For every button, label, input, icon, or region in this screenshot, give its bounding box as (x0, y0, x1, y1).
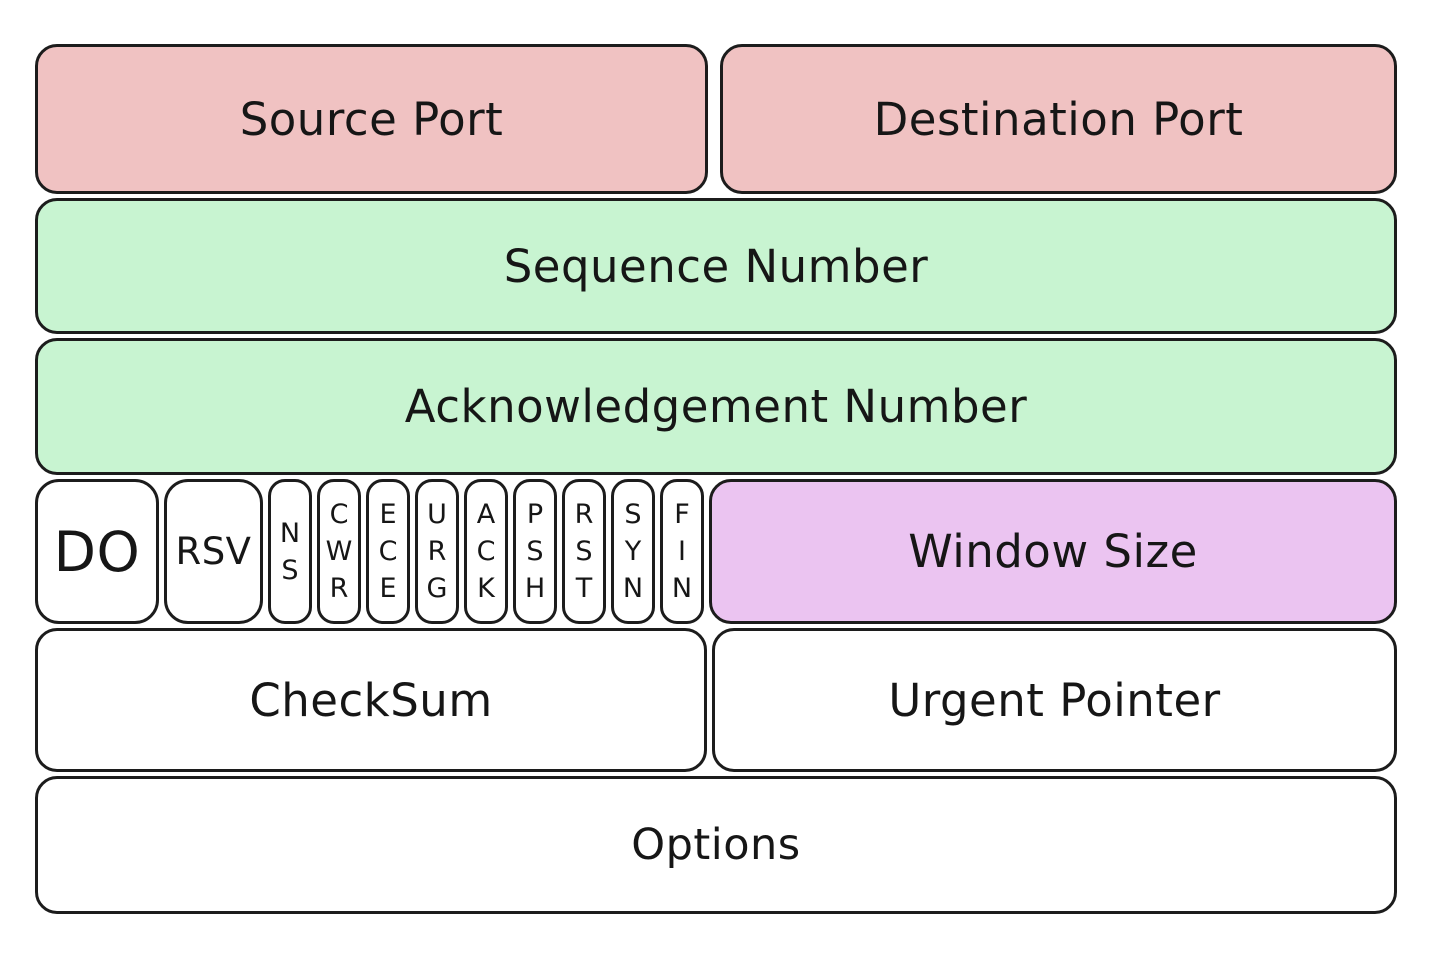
field-window-size: Window Size (709, 479, 1397, 624)
field-options: Options (35, 776, 1397, 914)
field-source-port: Source Port (35, 44, 708, 194)
diagram-grid: Source Port Destination Port Sequence Nu… (35, 44, 1397, 914)
row-sequence-number: Sequence Number (35, 198, 1397, 334)
field-data-offset: DO (35, 479, 159, 624)
flag-urg-label: URG (421, 499, 453, 610)
field-sequence-number: Sequence Number (35, 198, 1397, 334)
flag-fin: FIN (660, 479, 704, 624)
field-sequence-number-label: Sequence Number (503, 239, 929, 293)
flag-rst: RST (562, 479, 606, 624)
flag-ns-label: NS (274, 517, 306, 592)
field-destination-port-label: Destination Port (873, 92, 1244, 146)
field-acknowledgement-number-label: Acknowledgement Number (404, 380, 1028, 433)
field-source-port-label: Source Port (239, 92, 504, 146)
field-urgent-pointer: Urgent Pointer (712, 628, 1397, 772)
flag-psh: PSH (513, 479, 557, 624)
flag-rst-label: RST (568, 499, 600, 610)
flag-ack: ACK (464, 479, 508, 624)
flag-urg: URG (415, 479, 459, 624)
flag-cwr-label: CWR (323, 499, 355, 610)
row-ports: Source Port Destination Port (35, 44, 1397, 194)
field-reserved-label: RSV (175, 530, 252, 573)
flag-syn-label: SYN (617, 499, 649, 610)
flag-ack-label: ACK (470, 499, 502, 610)
flag-ns: NS (268, 479, 312, 624)
flag-ece: ECE (366, 479, 410, 624)
row-acknowledgement-number: Acknowledgement Number (35, 338, 1397, 475)
row-checksum-urgent: CheckSum Urgent Pointer (35, 628, 1397, 772)
row-flags-window: DO RSV NS CWR ECE URG ACK PSH (35, 479, 1397, 624)
field-reserved: RSV (164, 479, 263, 624)
field-options-label: Options (631, 820, 801, 870)
field-checksum-label: CheckSum (249, 673, 493, 727)
field-data-offset-label: DO (53, 519, 141, 584)
flag-cwr: CWR (317, 479, 361, 624)
flag-fin-label: FIN (666, 499, 698, 610)
flag-ece-label: ECE (372, 499, 404, 610)
flag-psh-label: PSH (519, 499, 551, 610)
flag-syn: SYN (611, 479, 655, 624)
field-window-size-label: Window Size (908, 525, 1198, 578)
field-urgent-pointer-label: Urgent Pointer (888, 673, 1221, 727)
field-acknowledgement-number: Acknowledgement Number (35, 338, 1397, 475)
field-checksum: CheckSum (35, 628, 707, 772)
row-options: Options (35, 776, 1397, 914)
field-destination-port: Destination Port (720, 44, 1397, 194)
